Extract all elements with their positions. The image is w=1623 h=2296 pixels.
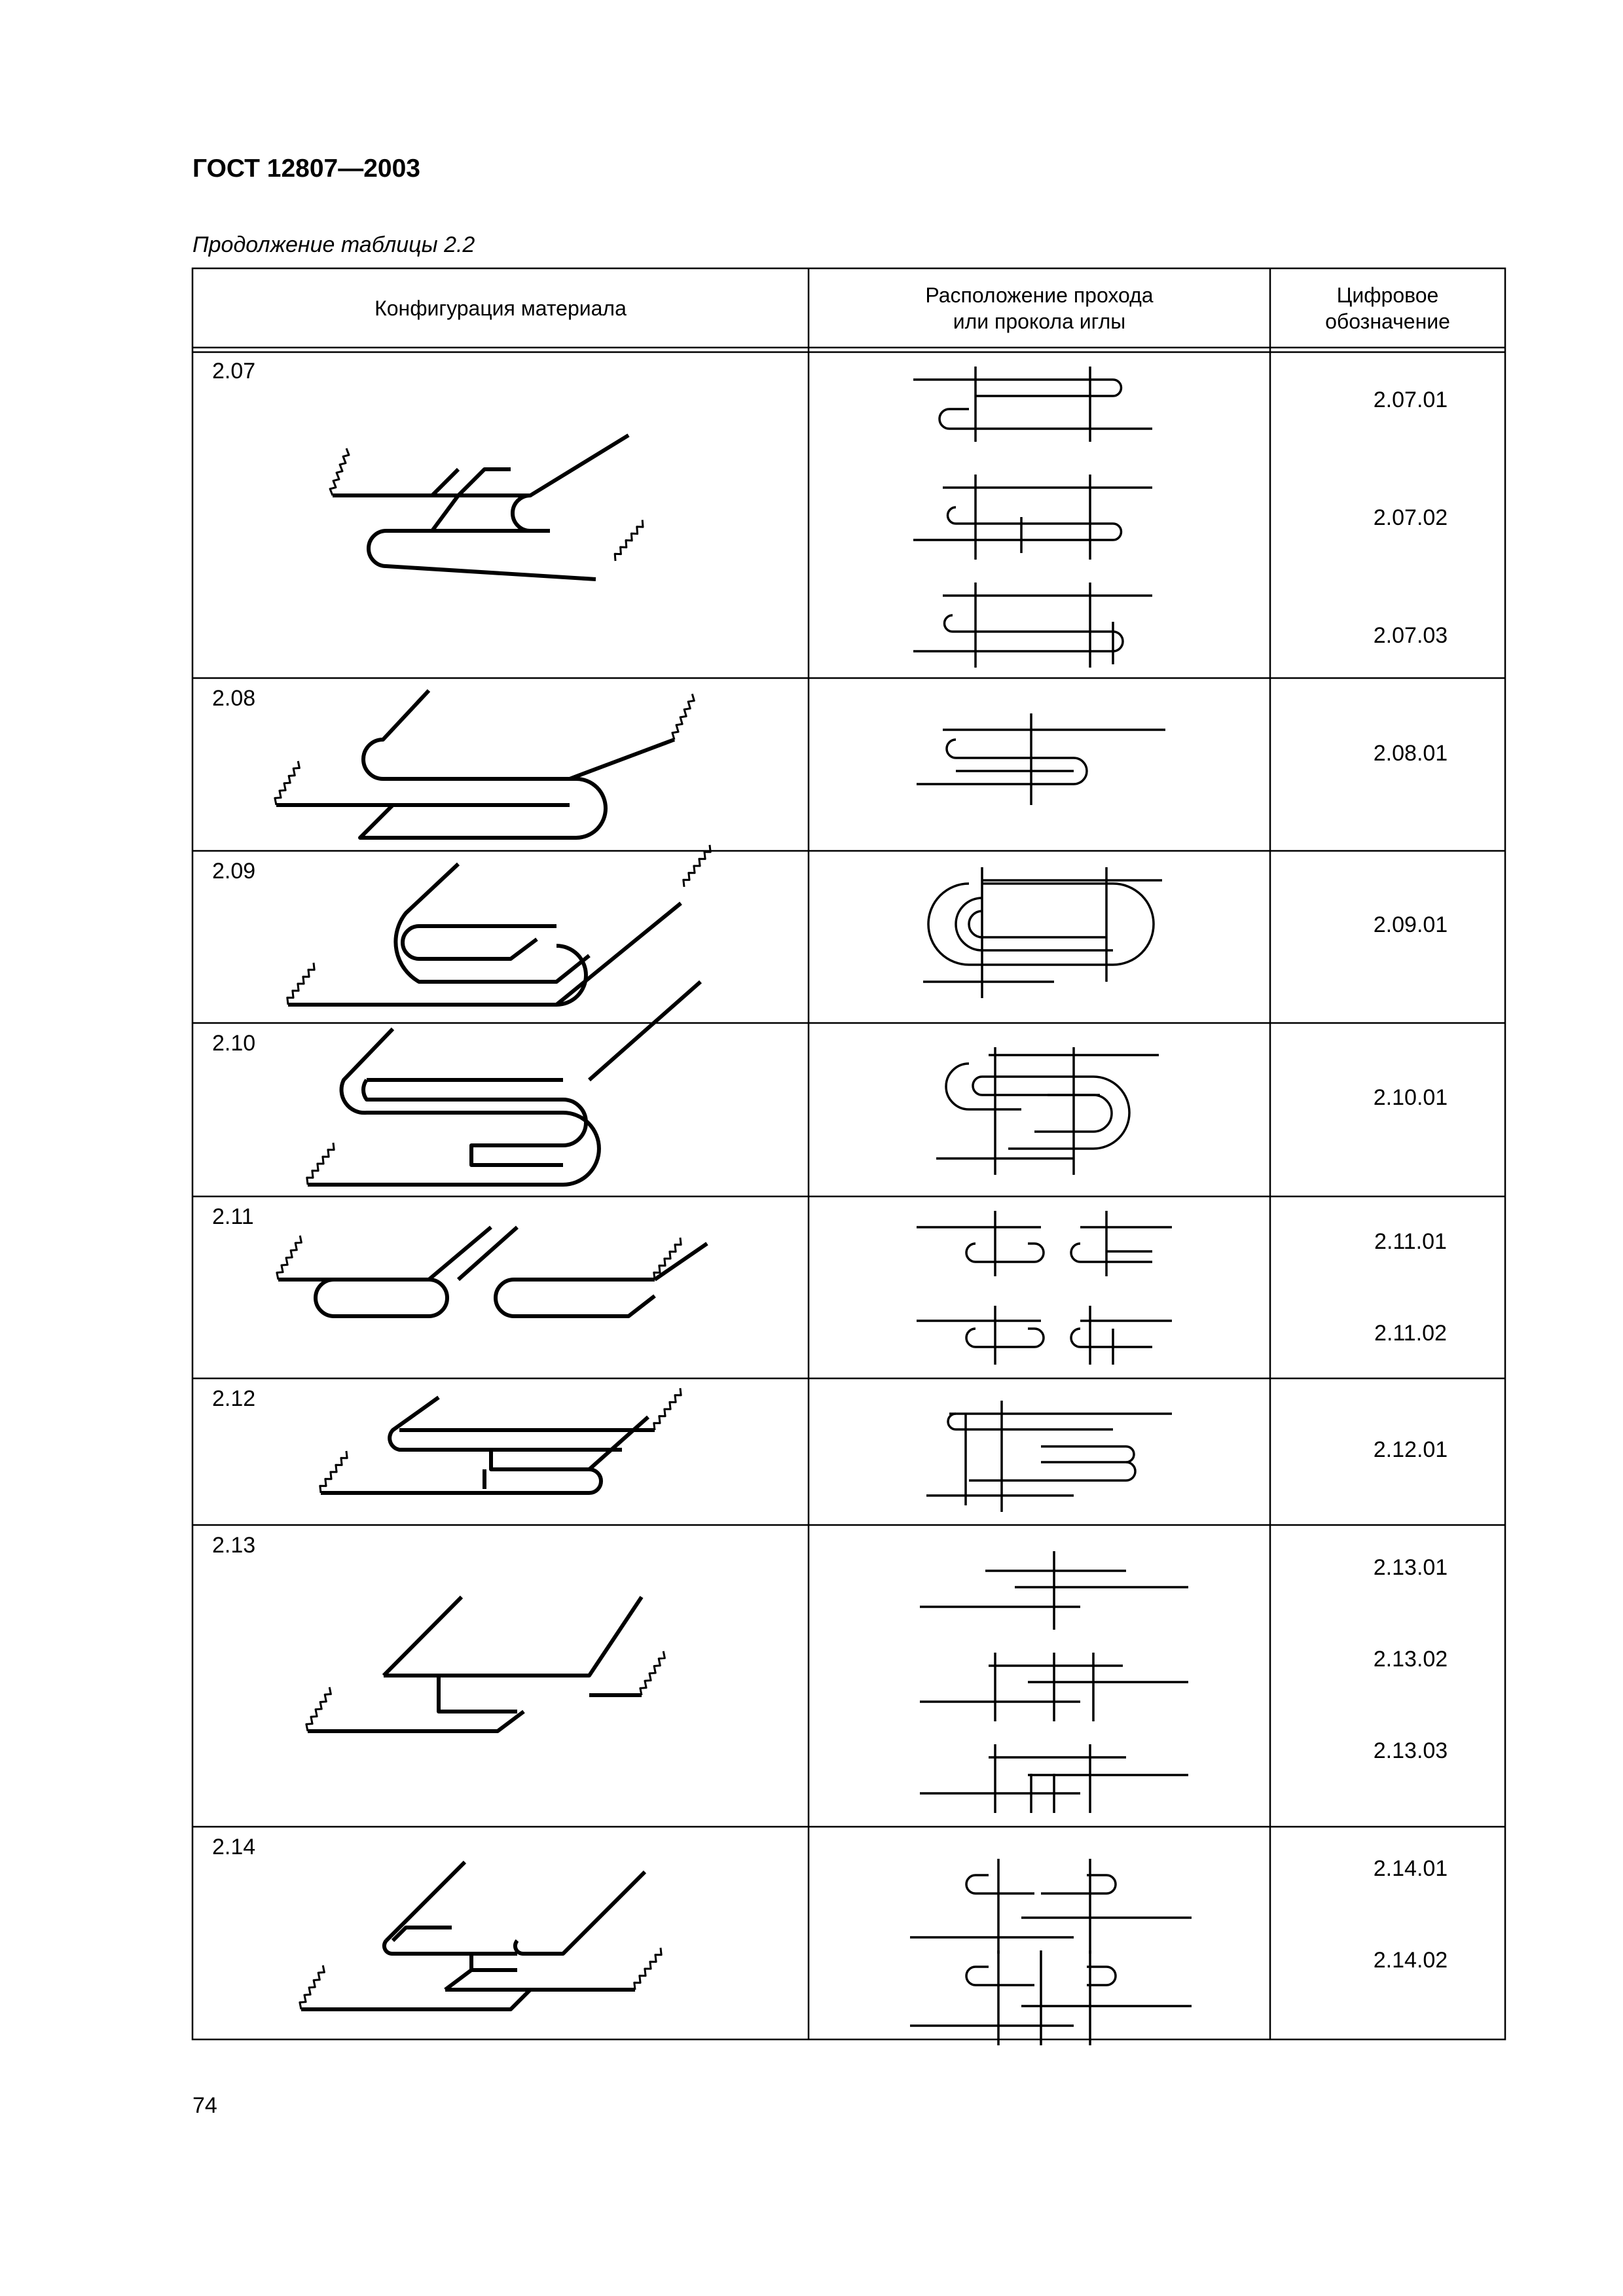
column-header-digital-designation: Цифровое обозначение: [1325, 283, 1450, 333]
document-title: ГОСТ 12807—2003: [192, 154, 420, 183]
code-2-10-01: 2.10.01: [1373, 1085, 1448, 1110]
needle-scheme-2-10-01: [936, 1047, 1159, 1175]
needle-scheme-2-09-01: [923, 867, 1162, 998]
material-config-2-11: [267, 1225, 708, 1318]
needle-scheme-2-14-02: [910, 1950, 1192, 2045]
row-label-2-14: 2.14: [212, 1835, 256, 1859]
material-config-2-10: [298, 980, 702, 1187]
table-caption: Продолжение таблицы 2.2: [192, 232, 475, 257]
row-label-2-09: 2.09: [212, 859, 256, 884]
code-2-07-01: 2.07.01: [1373, 387, 1448, 412]
material-config-2-14: [290, 1860, 670, 2011]
needle-scheme-2-13-03: [920, 1744, 1188, 1813]
code-2-12-01: 2.12.01: [1373, 1437, 1448, 1462]
code-2-13-03: 2.13.03: [1373, 1738, 1448, 1763]
code-2-11-02: 2.11.02: [1374, 1321, 1447, 1346]
needle-scheme-2-14-01: [910, 1859, 1192, 1954]
needle-scheme-2-08-01: [917, 713, 1165, 805]
material-config-2-09: [278, 845, 720, 1007]
code-2-14-02: 2.14.02: [1373, 1948, 1448, 1973]
code-2-13-01: 2.13.01: [1373, 1555, 1448, 1580]
code-2-11-01: 2.11.01: [1374, 1229, 1447, 1254]
needle-scheme-2-13-01: [920, 1551, 1188, 1630]
row-label-2-13: 2.13: [212, 1533, 256, 1558]
row-label-2-07: 2.07: [212, 359, 256, 384]
material-config-2-12: [311, 1388, 691, 1495]
page-number: 74: [192, 2093, 217, 2118]
column-header-needle-position: Расположение прохода или прокола иглы: [925, 283, 1154, 333]
material-config-2-08: [265, 689, 704, 840]
needle-scheme-2-07-03: [913, 583, 1152, 668]
needle-scheme-2-11-02: [917, 1306, 1172, 1365]
code-2-13-02: 2.13.02: [1373, 1647, 1448, 1672]
row-label-2-08: 2.08: [212, 686, 256, 711]
code-2-09-01: 2.09.01: [1373, 912, 1448, 937]
material-config-2-13: [297, 1595, 674, 1733]
column-header-material-configuration: Конфигурация материала: [374, 296, 627, 320]
needle-scheme-2-12-01: [926, 1401, 1172, 1512]
code-2-07-02: 2.07.02: [1373, 505, 1448, 530]
code-2-14-01: 2.14.01: [1373, 1856, 1448, 1881]
needle-scheme-2-11-01: [917, 1211, 1172, 1276]
needle-scheme-2-07-02: [913, 475, 1152, 560]
row-label-2-12: 2.12: [212, 1386, 256, 1411]
code-2-07-03: 2.07.03: [1373, 623, 1448, 648]
row-label-2-10: 2.10: [212, 1031, 256, 1056]
row-label-2-11: 2.11: [212, 1204, 254, 1229]
needle-scheme-2-13-02: [920, 1653, 1188, 1721]
code-2-08-01: 2.08.01: [1373, 741, 1448, 766]
needle-scheme-2-07-01: [913, 367, 1152, 442]
material-config-2-07: [319, 433, 652, 581]
